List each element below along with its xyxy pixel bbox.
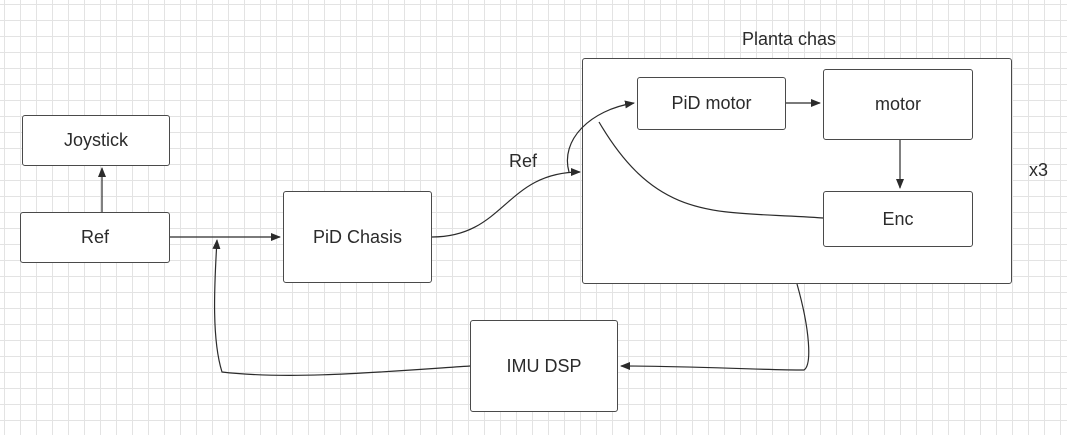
edge-planta-to-imu bbox=[620, 283, 810, 371]
enc-node[interactable]: Enc bbox=[823, 191, 973, 247]
edge-planta-to-pid-motor bbox=[566, 100, 635, 173]
imu-dsp-label: IMU DSP bbox=[506, 355, 582, 376]
ref-label: Ref bbox=[80, 227, 109, 247]
motor-node[interactable]: motor bbox=[823, 69, 973, 140]
edge-imu-to-ref bbox=[212, 239, 471, 376]
edge-pid-chasis-to-planta bbox=[431, 168, 581, 238]
edge-enc-feedback bbox=[598, 121, 824, 219]
motor-label: motor bbox=[874, 94, 921, 114]
ref-node[interactable]: Ref bbox=[20, 212, 170, 263]
enc-label: Enc bbox=[882, 208, 914, 229]
pid-chasis-node[interactable]: PiD Chasis bbox=[283, 191, 432, 283]
planta-chas-label: Planta chas bbox=[742, 29, 837, 49]
multiplier-label: x3 bbox=[1029, 160, 1049, 180]
pid-chasis-label: PiD Chasis bbox=[312, 226, 403, 247]
pid-motor-label: PiD motor bbox=[671, 93, 752, 113]
imu-dsp-node[interactable]: IMU DSP bbox=[470, 320, 618, 412]
ref-edge-label: Ref bbox=[509, 151, 538, 171]
joystick-node[interactable]: Joystick bbox=[22, 115, 170, 166]
joystick-label: Joystick bbox=[63, 130, 128, 150]
pid-motor-node[interactable]: PiD motor bbox=[637, 77, 786, 130]
